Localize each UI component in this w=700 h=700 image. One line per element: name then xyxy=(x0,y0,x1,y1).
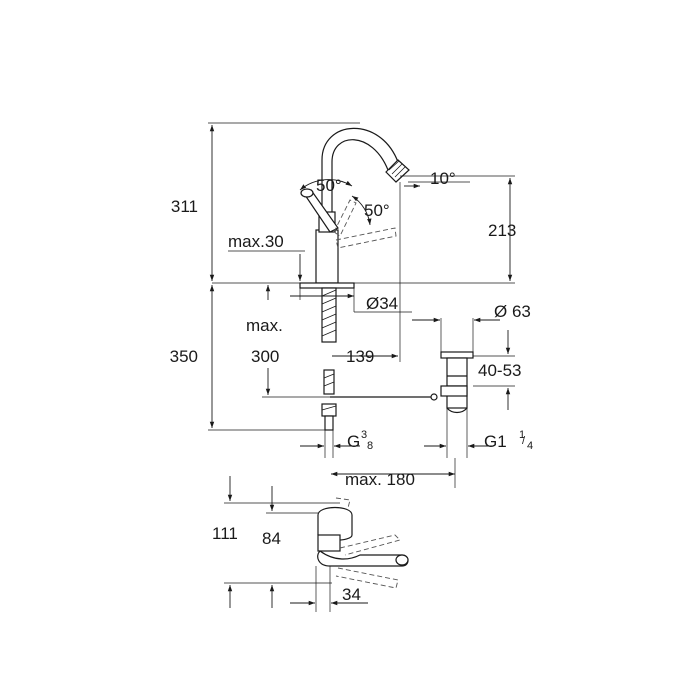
angle-arc-left xyxy=(299,179,353,191)
angle-arc-right xyxy=(351,195,372,226)
dim-outlet-height: 213 xyxy=(488,221,516,240)
plan-spout xyxy=(317,550,409,567)
dim-plan-lever: 84 xyxy=(262,529,281,548)
plan-spout-ghost-2 xyxy=(335,567,399,589)
hose-end xyxy=(324,415,334,431)
dim-inlet-thread-den: 8 xyxy=(367,440,373,452)
dim-inlet-thread-num: 3 xyxy=(361,429,367,441)
mounting-plate xyxy=(299,282,355,289)
spout-inner xyxy=(331,139,389,212)
dim-waste-thread-slash: / xyxy=(522,435,526,447)
plan-lever-ghost xyxy=(335,497,351,509)
dim-base-diameter: Ø34 xyxy=(366,294,398,313)
dim-rod-length: 300 xyxy=(251,347,279,366)
dim-waste-diameter: Ø 63 xyxy=(494,302,531,321)
hose-connector xyxy=(321,403,337,417)
flex-hose xyxy=(323,369,335,395)
plan-body xyxy=(317,534,341,552)
dim-total-height: 311 xyxy=(171,197,198,216)
rod-joint xyxy=(430,393,438,401)
dim-inlet-thread: G xyxy=(347,432,360,451)
faucet-body xyxy=(315,229,339,284)
plan-spout-ghost xyxy=(339,534,401,556)
waste-flange xyxy=(440,351,474,359)
dim-lever-angle-right: 50° xyxy=(364,201,390,220)
faucet-plan-view xyxy=(224,497,409,589)
faucet-side-view xyxy=(212,127,515,431)
dim-waste-thread: G1 xyxy=(484,432,507,451)
dim-hose-length: 350 xyxy=(170,347,198,366)
lever-knob xyxy=(300,188,314,198)
dim-spout-angle: 10° xyxy=(430,169,456,188)
dim-max-deck: max.30 xyxy=(228,232,284,251)
spout-aerator xyxy=(385,159,410,183)
waste-bottom xyxy=(446,407,468,414)
lever-ghost-horizontal xyxy=(335,227,397,249)
dim-max-rod: max. 180 xyxy=(345,470,415,489)
dim-plan-total: 111 xyxy=(212,524,238,543)
dim-reach: 139 xyxy=(346,347,374,366)
dim-plan-width: 34 xyxy=(342,585,361,604)
spout-outer xyxy=(321,127,399,212)
waste-body xyxy=(446,357,468,409)
plan-aerator xyxy=(395,554,409,566)
dim-waste-height: 40-53 xyxy=(478,361,521,380)
dim-waste-thread-den: 4 xyxy=(527,440,533,452)
dim-waste-thread-num: 1 xyxy=(519,429,525,441)
dim-lever-angle-left: 50° xyxy=(316,176,342,195)
mounting-stud xyxy=(321,287,337,343)
popup-waste xyxy=(440,351,474,414)
dim-max-below: max. xyxy=(246,316,283,335)
waste-nut xyxy=(440,385,468,397)
